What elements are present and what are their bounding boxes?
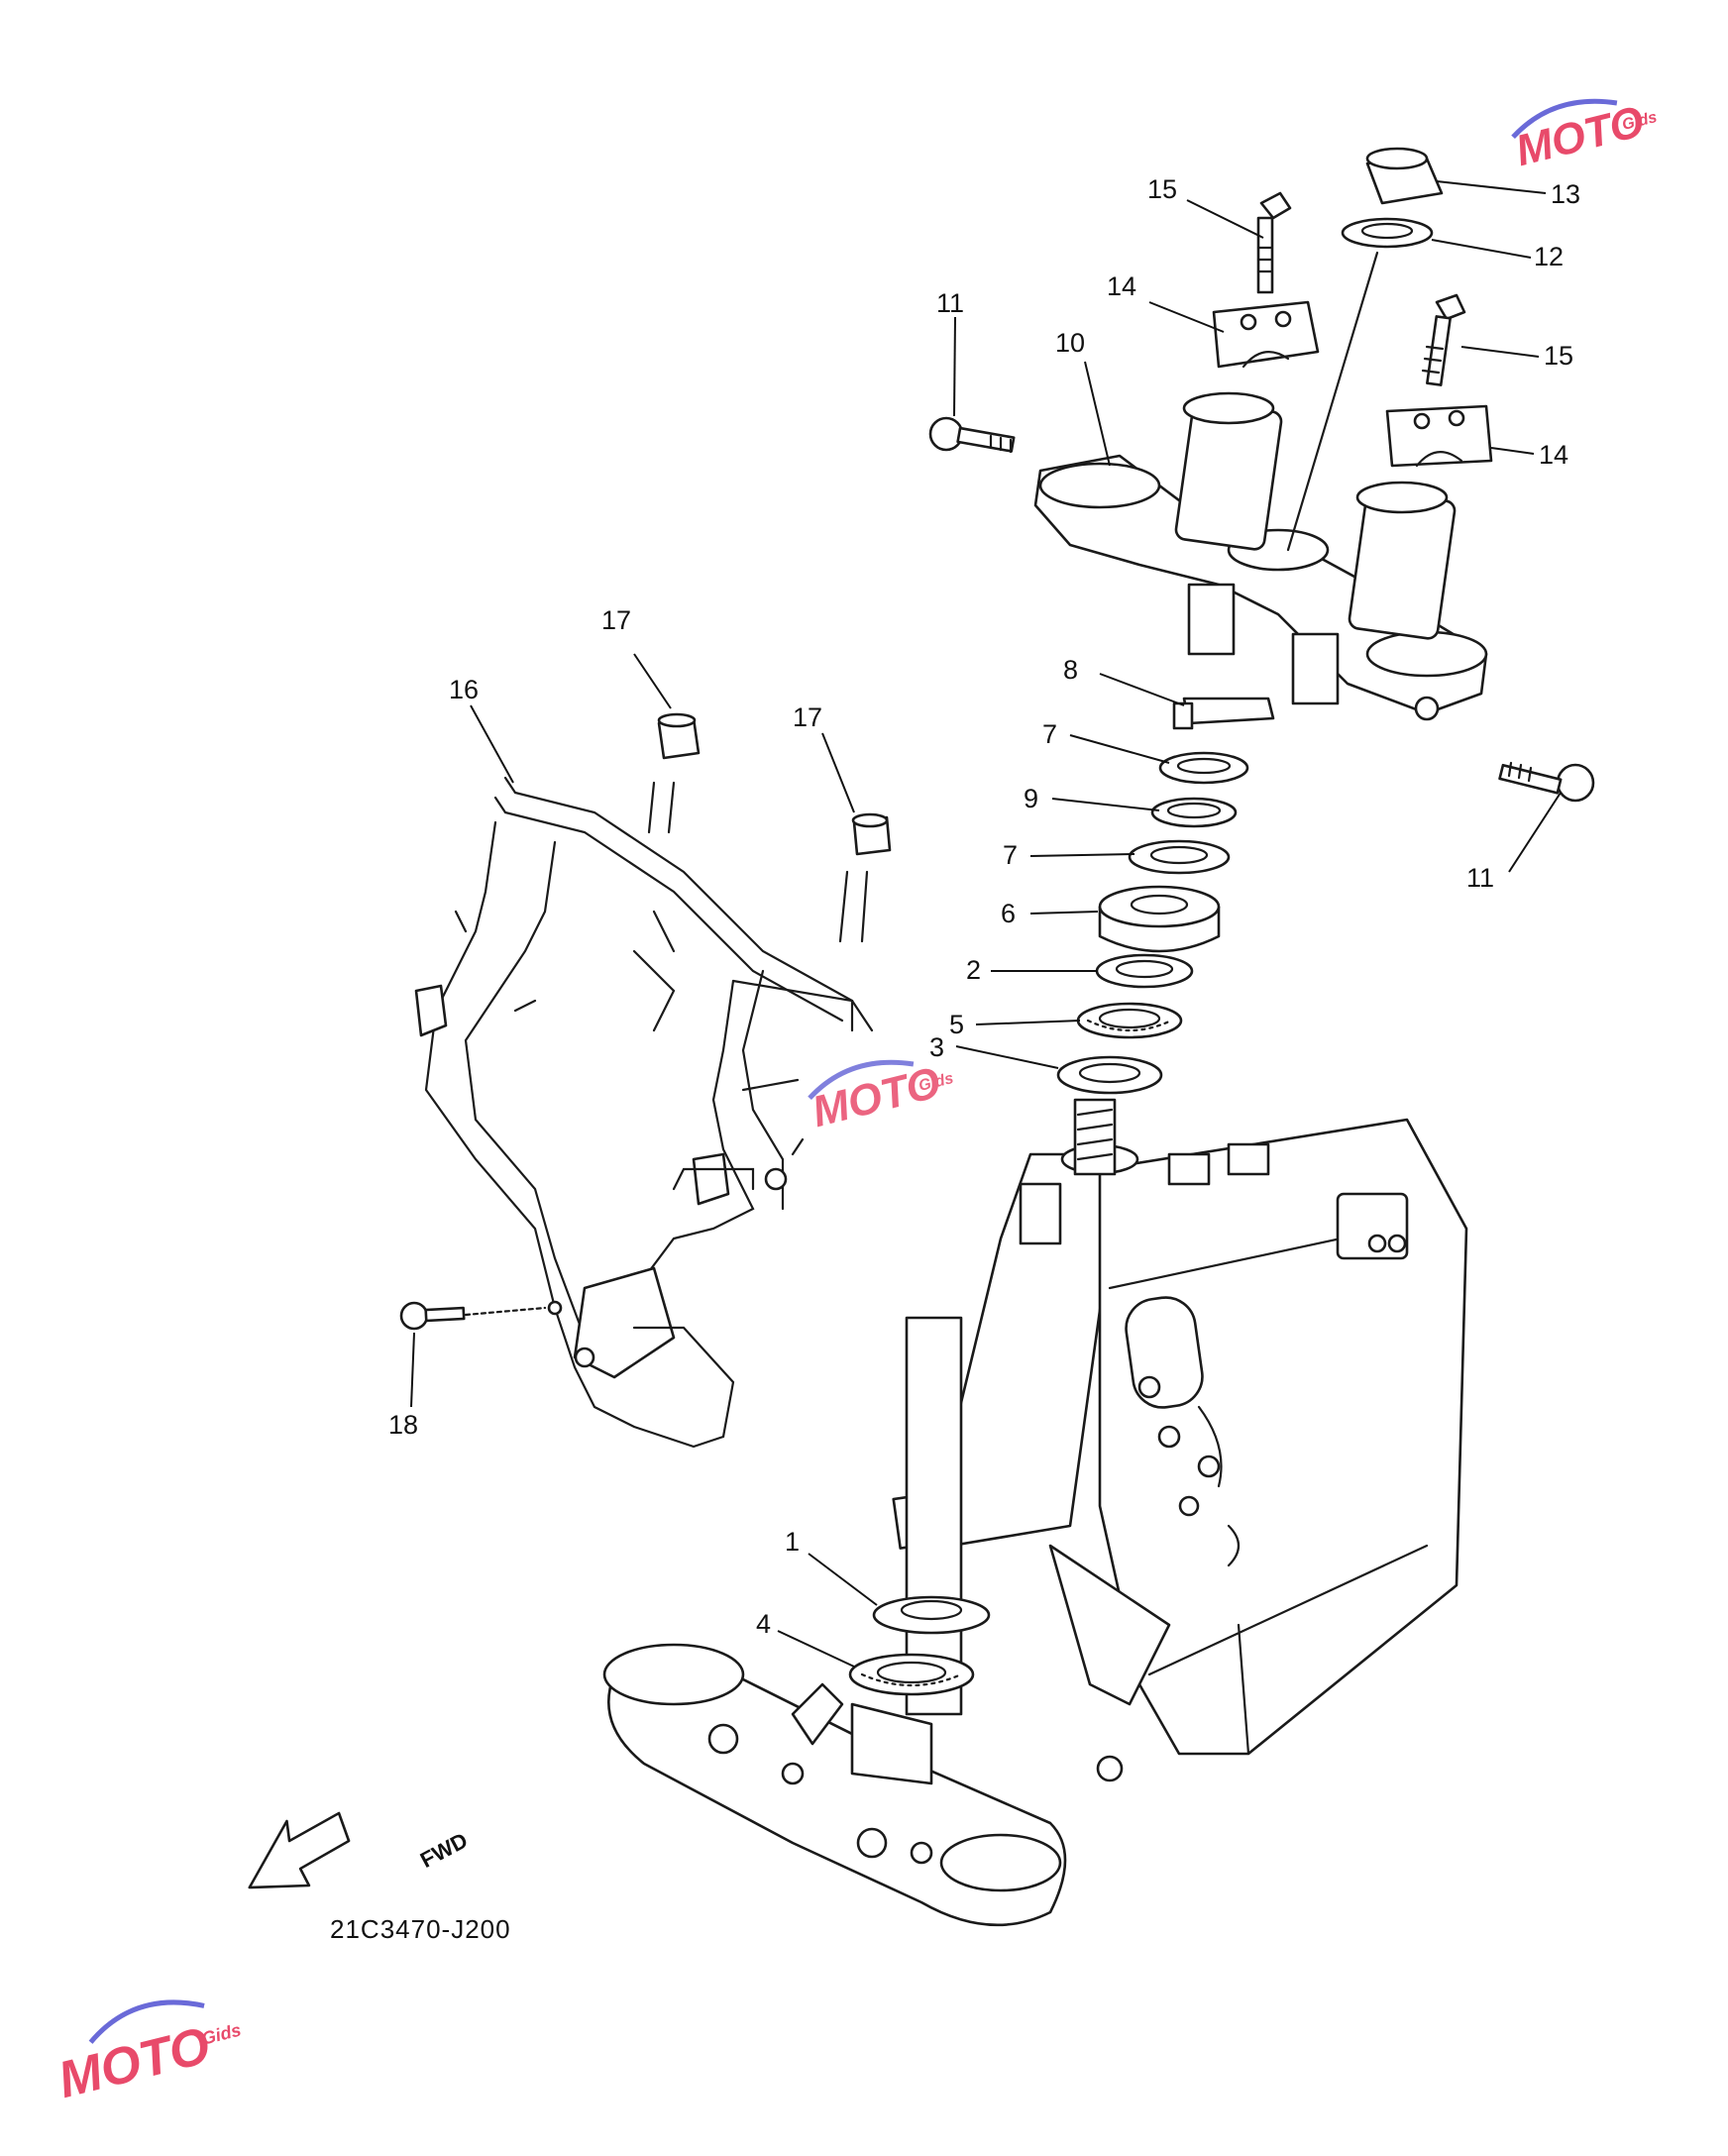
callout-10: 10 — [1055, 328, 1085, 358]
callout-15: 15 — [1147, 174, 1177, 204]
callout-17: 17 — [793, 702, 822, 732]
steering-stem — [905, 1098, 1117, 1716]
callout-13: 13 — [1551, 179, 1580, 209]
part-14a-holder — [1212, 300, 1320, 369]
callout-3: 3 — [929, 1032, 944, 1062]
callout-6: 6 — [1001, 899, 1016, 928]
part-7a-ring-nut — [1158, 751, 1249, 785]
callout-14: 14 — [1107, 271, 1136, 301]
callout-1: 1 — [785, 1527, 800, 1557]
part-3-upper-race — [1056, 1055, 1163, 1095]
lower-bracket — [602, 1492, 1067, 1927]
part-11a-pinch-bolt — [928, 416, 1016, 454]
callout-15: 15 — [1544, 341, 1573, 371]
part-18-screw — [399, 1301, 547, 1331]
assembly-axis-line — [1286, 251, 1379, 552]
part-2-seal — [1095, 953, 1194, 989]
part-9-lock-washer — [1150, 797, 1238, 828]
part-14b-holder — [1385, 404, 1493, 468]
callout-7: 7 — [1003, 840, 1018, 870]
part-12-washer — [1341, 217, 1434, 249]
part-16-headlight-stay — [414, 776, 874, 1449]
leader-lines — [410, 180, 1562, 1668]
callouts: 15 13 12 14 11 10 15 14 8 7 9 7 6 2 5 3 … — [388, 174, 1580, 1639]
callout-2: 2 — [966, 955, 981, 985]
svg-text:FWD: FWD — [416, 1827, 472, 1873]
callout-18: 18 — [388, 1410, 418, 1440]
callout-9: 9 — [1024, 784, 1038, 813]
part-17b-cap — [838, 812, 892, 943]
callout-12: 12 — [1534, 242, 1564, 271]
watermark-top-right: MOTO Gids — [1511, 97, 1659, 175]
part-17a-cap — [647, 712, 701, 834]
fwd-arrow: FWD — [248, 1811, 472, 1889]
part-6-washer — [1098, 885, 1221, 953]
svg-text:Gids: Gids — [200, 2020, 244, 2049]
callout-8: 8 — [1063, 655, 1078, 685]
callout-14: 14 — [1539, 440, 1568, 470]
callout-16: 16 — [449, 675, 479, 704]
callout-7: 7 — [1042, 719, 1057, 749]
part-5-upper-bearing — [1076, 1002, 1183, 1039]
part-8-lock-plate — [1172, 697, 1275, 730]
part-4-lower-bearing — [848, 1653, 975, 1696]
watermark-bottom-left: MOTO Gids — [53, 1999, 244, 2109]
part-10-upper-bracket — [1033, 391, 1488, 721]
svg-text:MOTO: MOTO — [53, 2016, 215, 2109]
callout-11: 11 — [936, 288, 964, 318]
callout-4: 4 — [756, 1609, 771, 1639]
part-1-dust-seal — [872, 1595, 991, 1635]
part-7b-ring-nut — [1128, 839, 1231, 875]
callout-11: 11 — [1466, 863, 1494, 893]
part-13-stem-nut — [1365, 147, 1444, 205]
part-11b-pinch-bolt — [1498, 761, 1595, 803]
callout-5: 5 — [949, 1010, 964, 1039]
callout-17: 17 — [601, 605, 631, 635]
svg-text:MOTO: MOTO — [808, 1058, 945, 1136]
frame-head-pipe — [929, 1118, 1468, 1782]
svg-text:MOTO: MOTO — [1511, 97, 1649, 175]
part-15b-bolt — [1421, 293, 1466, 386]
part-15a-bolt — [1256, 191, 1292, 294]
diagram-code: 21C3470-J200 — [330, 1914, 511, 1944]
